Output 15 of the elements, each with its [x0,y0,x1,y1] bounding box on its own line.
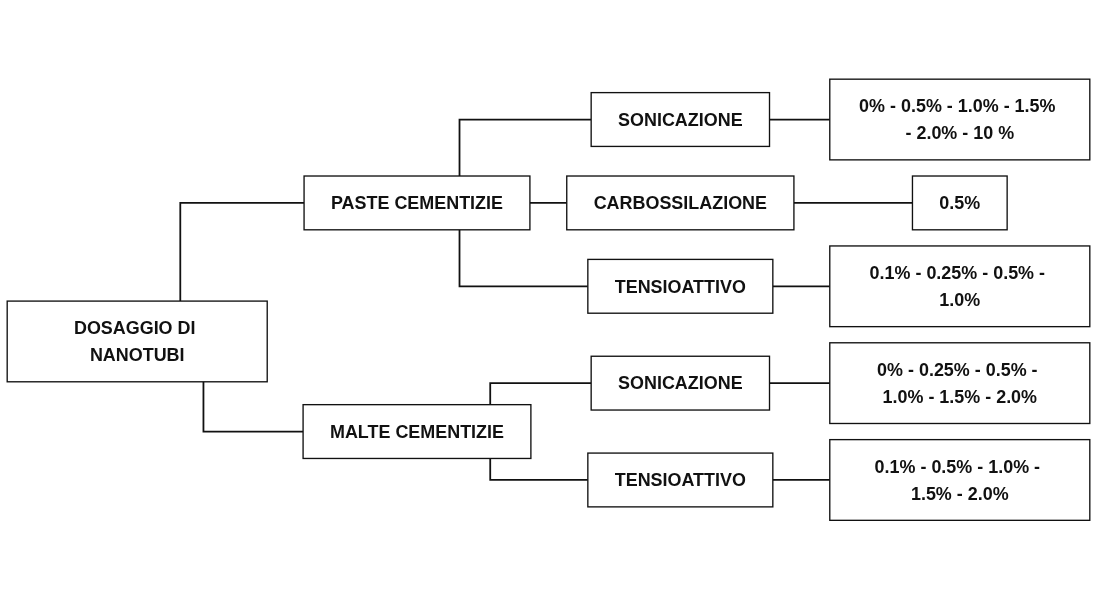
connector [202,381,304,433]
node-box: MALTE CEMENTIZIE [302,404,532,460]
node-box: CARBOSSILAZIONE [566,175,795,231]
node-box: TENSIOATTIVO [587,258,774,315]
node-box: PASTE CEMENTIZIE [303,175,531,231]
node-box: 0% - 0.5% - 1.0% - 1.5% - 2.0% - 10 % [829,78,1091,161]
node-box: TENSIOATTIVO [587,452,774,508]
node-box: 0% - 0.25% - 0.5% - 1.0% - 1.5% - 2.0% [829,342,1091,425]
node-box: 0.1% - 0.5% - 1.0% - 1.5% - 2.0% [829,439,1091,522]
node-box: 0.5% [911,175,1008,231]
node-box: 0.1% - 0.25% - 0.5% - 1.0% [829,245,1091,328]
node-box: SONICAZIONE [590,355,771,411]
node-box: DOSAGGIO DI NANOTUBI [6,300,268,383]
connector [179,202,305,303]
node-box: SONICAZIONE [590,92,771,148]
